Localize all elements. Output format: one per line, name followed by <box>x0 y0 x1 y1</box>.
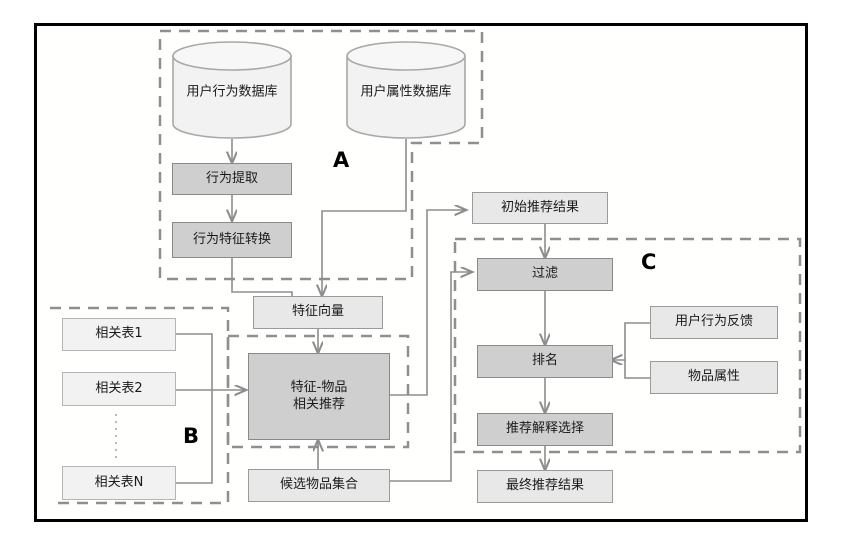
wire-tablen-bus <box>176 390 213 484</box>
group-middle-outline <box>226 334 410 449</box>
node-final-recommend-result[interactable]: 最终推荐结果 <box>477 470 613 503</box>
group-label-c: C <box>641 250 657 274</box>
group-label-b: B <box>183 424 200 448</box>
node-related-table-n[interactable]: 相关表N <box>62 466 176 500</box>
wire-candidate-to-filter <box>390 272 472 482</box>
node-candidate-item-set[interactable]: 候选物品集合 <box>248 469 390 502</box>
wire-itemattr-to-ranking <box>624 360 650 379</box>
group-c-outline <box>453 237 802 454</box>
node-feature-item-recommend-line1: 特征-物品 <box>290 380 348 396</box>
wire-transform-to-featurevector <box>231 258 293 296</box>
node-initial-recommend-result[interactable]: 初始推荐结果 <box>472 192 608 224</box>
wire-feedback-to-ranking <box>611 322 650 360</box>
wire-recommend-to-initialresult <box>390 210 466 396</box>
wire-table1-bus <box>176 333 213 390</box>
database-user-behavior-label: 用户行为数据库 <box>186 84 278 100</box>
node-ranking[interactable]: 排名 <box>477 345 613 378</box>
node-feature-item-recommend-line2: 相关推荐 <box>292 396 345 412</box>
database-user-behavior: 用户行为数据库 <box>172 41 292 139</box>
node-feature-item-recommend[interactable]: 特征-物品 相关推荐 <box>248 353 390 440</box>
node-related-table-1[interactable]: 相关表1 <box>62 318 176 351</box>
wire-attributedb-to-featurevector <box>322 139 407 296</box>
group-b-outline <box>50 306 230 505</box>
node-item-attribute[interactable]: 物品属性 <box>650 361 778 394</box>
node-related-table-2[interactable]: 相关表2 <box>62 372 176 406</box>
node-filter[interactable]: 过滤 <box>477 258 613 291</box>
node-feature-vector[interactable]: 特征向量 <box>253 296 383 329</box>
node-user-behavior-feedback[interactable]: 用户行为反馈 <box>650 306 778 339</box>
group-label-a: A <box>333 148 350 172</box>
node-recommend-explain-select[interactable]: 推荐解释选择 <box>477 413 613 446</box>
node-behavior-extraction[interactable]: 行为提取 <box>172 163 292 195</box>
database-user-attribute: 用户属性数据库 <box>346 41 466 139</box>
vertical-ellipsis-icon <box>115 414 117 460</box>
node-behavior-feature-transform[interactable]: 行为特征转换 <box>172 222 292 258</box>
database-user-attribute-label: 用户属性数据库 <box>360 84 452 100</box>
group-a-outline <box>158 29 484 281</box>
